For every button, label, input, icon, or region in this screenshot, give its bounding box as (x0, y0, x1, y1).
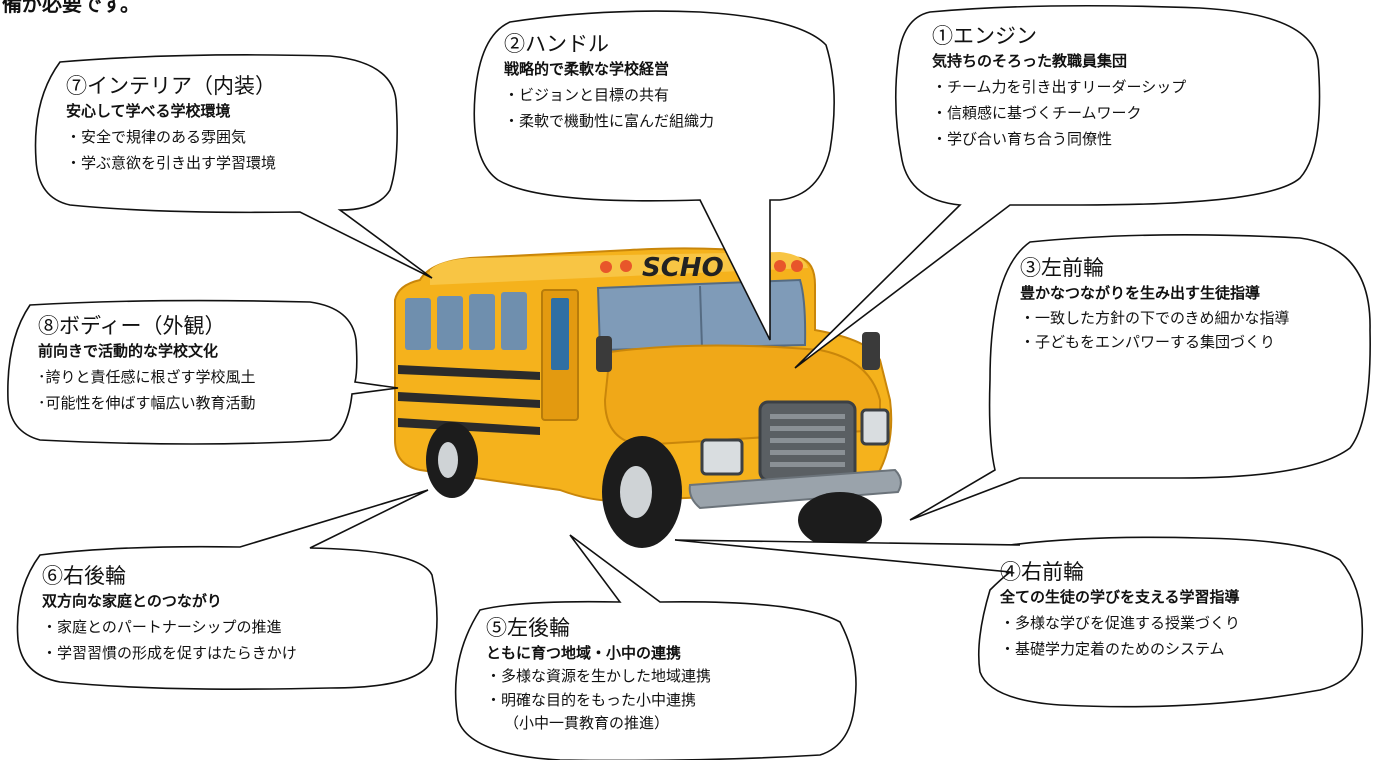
list-item: ・学び合い育ち合う同僚性 (932, 130, 1113, 148)
bus-sign-text: SCHO (642, 253, 724, 283)
list-item: ・信頼感に基づくチームワーク (932, 104, 1142, 122)
school-bus-illustration: SCHO (394, 247, 902, 548)
left-rear-title: ⑤左後輪 (486, 616, 570, 640)
list-item: ・安全で規律のある雰囲気 (66, 128, 247, 146)
interior-title: ⑦インテリア（内装） (66, 74, 276, 98)
list-item: ・多様な資源を生かした地域連携 (486, 667, 712, 685)
right-front-heading: 全ての生徒の学びを支える学習指導 (1000, 588, 1240, 606)
list-item: ・一致した方針の下でのきめ細かな指導 (1020, 309, 1290, 327)
left-front-item-list: ・一致した方針の下でのきめ細かな指導 ・子どもをエンパワーする集団づくり (1020, 306, 1365, 354)
bubble-right-rear (16, 489, 438, 690)
list-item: ・柔軟で機動性に富んだ組織力 (504, 112, 715, 130)
left-front-heading: 豊かなつながりを生み出す生徒指導 (1020, 284, 1261, 302)
box-body: ⑧ボディー（外観） 前向きで活動的な学校文化 ･誇りと責任感に根ざす学校風土 ･… (38, 312, 358, 416)
bus-tire-front-right (798, 492, 882, 548)
box-handle: ②ハンドル 戦略的で柔軟な学校経営 ・ビジョンと目標の共有 ・柔軟で機動性に富ん… (504, 30, 824, 134)
bus-side-windows (405, 292, 527, 350)
right-rear-title: ⑥右後輪 (42, 564, 126, 588)
bus-roof (430, 252, 808, 285)
list-item: ・子どもをエンパワーする集団づくり (1020, 333, 1276, 351)
engine-item-list: ・チーム力を引き出すリーダーシップ ・信頼感に基づくチームワーク ・学び合い育ち… (932, 74, 1312, 152)
list-item: ・チーム力を引き出すリーダーシップ (932, 78, 1187, 96)
right-front-title: ④右前輪 (1000, 560, 1084, 584)
header-fragment: 備が必要です。 (2, 0, 140, 16)
left-rear-item-list: ・多様な資源を生かした地域連携 ・明確な目的をもった小中連携 （小中一貫教育の推… (486, 664, 846, 734)
right-front-item-list: ・多様な学びを促進する授業づくり ・基礎学力定着のためのシステム (1000, 610, 1360, 662)
list-item: ・基礎学力定着のためのシステム (1000, 640, 1225, 658)
list-item: （小中一貫教育の推進） (504, 714, 670, 732)
bubble-engine (794, 4, 1321, 369)
handle-heading: 戦略的で柔軟な学校経営 (504, 60, 670, 78)
bus-bumper (688, 468, 902, 510)
bus-mirror-left (596, 336, 612, 372)
list-item: ・学習習慣の形成を促すはたらきかけ (42, 644, 297, 662)
list-item: ・多様な学びを促進する授業づくり (1000, 614, 1241, 632)
list-item: ・学ぶ意欲を引き出す学習環境 (66, 154, 277, 172)
body-item-list: ･誇りと責任感に根ざす学校風土 ･可能性を伸ばす幅広い教育活動 (38, 364, 358, 416)
box-interior: ⑦インテリア（内装） 安心して学べる学校環境 ・安全で規律のある雰囲気 ・学ぶ意… (66, 72, 396, 176)
left-rear-heading: ともに育つ地域・小中の連携 (486, 644, 682, 662)
engine-heading: 気持ちのそろった教職員集団 (932, 52, 1128, 70)
bubble-right-front (674, 536, 1364, 708)
body-title: ⑧ボディー（外観） (38, 314, 226, 338)
handle-title: ②ハンドル (504, 32, 609, 56)
body-heading: 前向きで活動的な学校文化 (38, 342, 219, 360)
bus-mirror-right (862, 332, 880, 370)
bus-headlight-right (860, 408, 890, 446)
bus-headlight-left (700, 438, 744, 476)
handle-item-list: ・ビジョンと目標の共有 ・柔軟で機動性に富んだ組織力 (504, 82, 824, 134)
list-item: ・ビジョンと目標の共有 (504, 86, 670, 104)
box-left-front: ③左前輪 豊かなつながりを生み出す生徒指導 ・一致した方針の下でのきめ細かな指導… (1020, 254, 1365, 354)
right-rear-heading: 双方向な家庭とのつながり (42, 592, 222, 610)
left-front-title: ③左前輪 (1020, 256, 1104, 280)
list-item: ・明確な目的をもった小中連携 (486, 691, 697, 709)
bubble-left-rear (454, 534, 857, 760)
list-item: ･可能性を伸ばす幅広い教育活動 (38, 394, 256, 412)
interior-heading: 安心して学べる学校環境 (66, 102, 231, 120)
bubble-interior (34, 54, 433, 279)
right-rear-item-list: ・家庭とのパートナーシップの推進 ・学習習慣の形成を促すはたらきかけ (42, 614, 432, 666)
bubble-body (7, 299, 399, 445)
box-engine: ①エンジン 気持ちのそろった教職員集団 ・チーム力を引き出すリーダーシップ ・信… (932, 22, 1312, 152)
interior-item-list: ・安全で規律のある雰囲気 ・学ぶ意欲を引き出す学習環境 (66, 124, 396, 176)
bubble-left-front (909, 234, 1371, 521)
box-right-front: ④右前輪 全ての生徒の学びを支える学習指導 ・多様な学びを促進する授業づくり ・… (1000, 558, 1360, 662)
box-right-rear: ⑥右後輪 双方向な家庭とのつながり ・家庭とのパートナーシップの推進 ・学習習慣… (42, 562, 432, 666)
bus-side-stripes (398, 365, 540, 435)
speech-bubbles (7, 4, 1371, 760)
list-item: ・家庭とのパートナーシップの推進 (42, 618, 282, 636)
box-left-rear: ⑤左後輪 ともに育つ地域・小中の連携 ・多様な資源を生かした地域連携 ・明確な目… (486, 614, 846, 734)
engine-title: ①エンジン (932, 24, 1037, 48)
list-item: ･誇りと責任感に根ざす学校風土 (38, 368, 256, 386)
bubble-handle (473, 10, 835, 341)
